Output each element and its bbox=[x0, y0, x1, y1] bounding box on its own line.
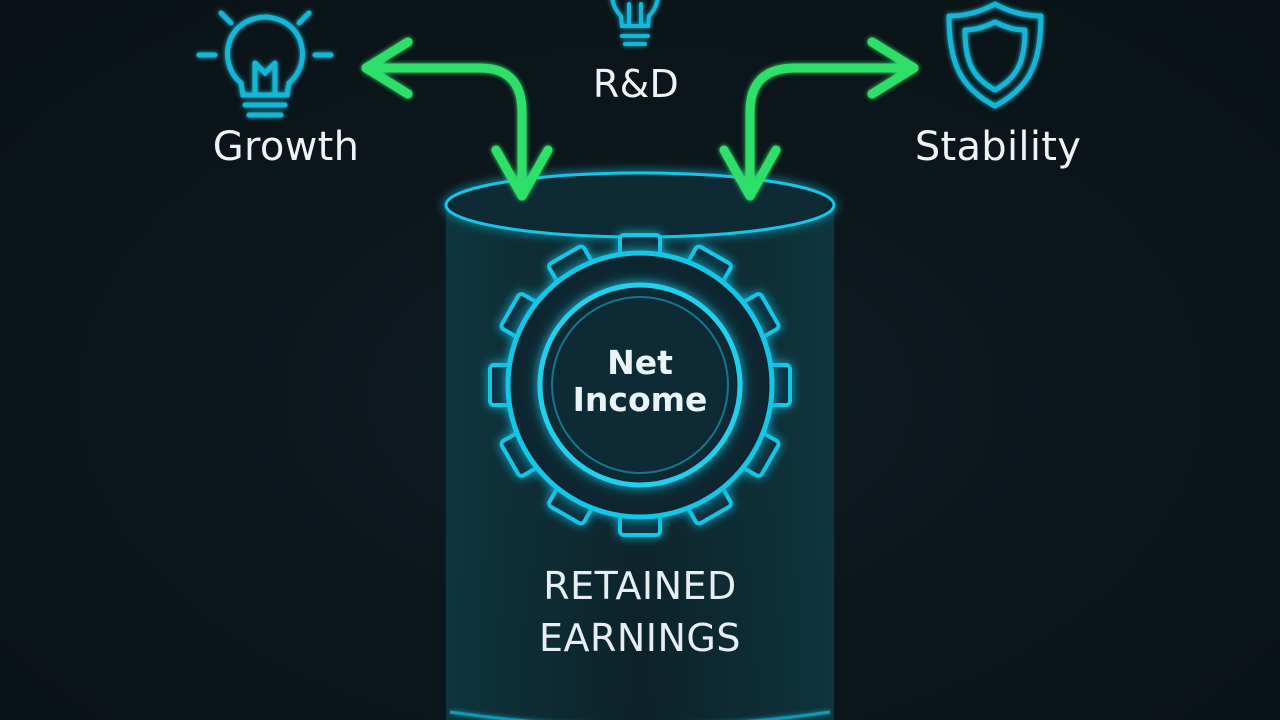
arrow-growth-to-core bbox=[361, 37, 553, 201]
node-label-rnd: R&D bbox=[592, 62, 680, 106]
gear-icon bbox=[488, 233, 792, 537]
core-label-line2: Income bbox=[572, 380, 708, 419]
container-label-line2: EARNINGS bbox=[538, 616, 742, 660]
lightbulb-icon bbox=[196, 10, 334, 118]
container-label-line1: RETAINED bbox=[543, 564, 737, 608]
container-label: RETAINED EARNINGS bbox=[490, 560, 790, 664]
shield-icon bbox=[946, 1, 1044, 109]
node-label-growth: Growth bbox=[212, 124, 360, 170]
core-label-line1: Net bbox=[607, 343, 673, 382]
core-label: Net Income bbox=[540, 344, 740, 418]
lightbulb-icon bbox=[610, 0, 660, 46]
node-label-stability: Stability bbox=[914, 124, 1082, 170]
arrow-stability-to-core bbox=[719, 37, 919, 201]
